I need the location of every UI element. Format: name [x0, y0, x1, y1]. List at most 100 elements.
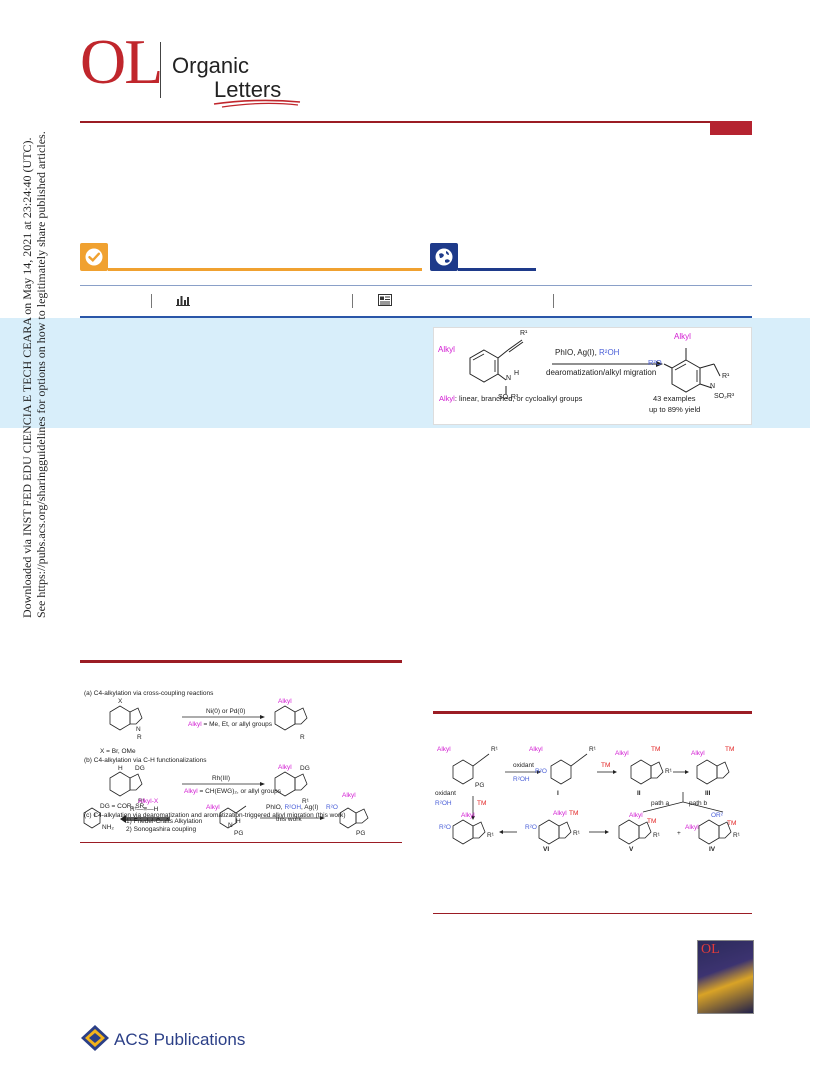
scheme2-v-tm: TM: [647, 818, 657, 825]
logo-divider: [160, 42, 161, 98]
scheme2-v-alkyl: Alkyl: [629, 812, 643, 819]
header-rule: [80, 121, 752, 123]
scheme2-v-r1: R¹: [653, 832, 660, 839]
scheme2-sm-r1: R¹: [491, 746, 498, 753]
scheme2-label-v: V: [629, 846, 634, 853]
scheme2-ii-r1: R¹: [665, 768, 672, 775]
scheme1-top-rule: [80, 660, 402, 663]
scheme1-bottom-rule: [80, 842, 402, 843]
scheme1-b-r1: R¹: [138, 798, 145, 805]
journal-logo[interactable]: OL: [80, 26, 163, 97]
scheme2-ii-alkyl: Alkyl: [615, 750, 629, 757]
scheme2-ii-tm: TM: [651, 746, 661, 753]
scheme2-top-rule: [433, 711, 752, 714]
toc-graphic: Alkyl R¹ N H SO₂R³ PhIO, Ag(I), R²OH dea…: [433, 327, 752, 425]
download-notice: Downloaded via INST FED EDU CIENCIA E TE…: [20, 131, 48, 618]
scheme2-plus: +: [677, 830, 681, 837]
scheme2-r2oh-1: R²OH: [513, 776, 530, 783]
scheme1-a-x-def: X = Br, OMe: [100, 748, 136, 755]
scheme2-oxidant-2: oxidant: [435, 790, 456, 797]
article-type-tab: [710, 121, 752, 135]
scheme1-structures: [83, 705, 369, 829]
metrics-separator: [553, 294, 554, 308]
toc-alkyl-note: Alkyl: linear, branched, or cycloalkyl g…: [439, 394, 583, 403]
toc-n-product: N: [710, 383, 716, 390]
journal-swoosh: [213, 99, 301, 108]
scheme2-path-a: path a: [651, 800, 670, 807]
toc-alkyl-start: Alkyl: [438, 345, 455, 354]
scheme1-b-alkyl-note: Alkyl = CH(EWG)₂, or allyl groups: [184, 788, 281, 795]
metrics-bottom-rule: [80, 316, 752, 318]
journal-cover-image[interactable]: [697, 940, 754, 1014]
scheme1-c-step1: 1) Friedel-Crafts Alkylation: [126, 818, 203, 825]
scheme2-tm-1: TM: [601, 762, 611, 769]
scheme1-c-alkyl-x: Alkyl-X: [138, 798, 159, 805]
scheme1-a-product-alkyl: Alkyl: [278, 698, 292, 705]
toc-reagents: PhIO, Ag(I), R²OH: [555, 348, 620, 357]
scheme1-c-sm-alkyl: Alkyl: [206, 804, 220, 811]
scheme1-b-product-alkyl: Alkyl: [278, 764, 292, 771]
check-badge[interactable]: [80, 243, 108, 271]
toc-structures: [469, 339, 721, 394]
scheme2-path-b: path b: [689, 800, 708, 807]
scheme2-structures: [452, 753, 732, 845]
scheme1-c-row: I NH₂ R¹—≡—H Alkyl-X 1) Friedel-Crafts A…: [80, 792, 402, 842]
toc-examples: 43 examples: [653, 394, 696, 403]
cover-logo: OL: [701, 942, 720, 957]
scheme1-b-dg: DG: [135, 765, 145, 772]
globe-badge[interactable]: [430, 243, 458, 271]
scheme2-sm-alkyl: Alkyl: [437, 746, 451, 753]
scheme2-label-i: I: [557, 790, 559, 797]
scheme1-c-pg: PG: [234, 830, 244, 837]
scheme1-c-step2: 2) Sonogashira coupling: [126, 826, 197, 833]
scheme2-iv-alkyl: Alkyl: [685, 824, 699, 831]
metrics-top-rule: [80, 285, 752, 286]
toc-alkyl-product: Alkyl: [674, 332, 691, 341]
scheme2-vi-alkyl: Alkyl: [553, 810, 567, 817]
metrics-separator: [352, 294, 353, 308]
check-badge-rule: [108, 268, 422, 271]
scheme1-b-dg-def: DG = COR, SR: [100, 803, 145, 810]
metrics-separator: [151, 294, 152, 308]
scheme2-i-r2o: R²O: [535, 768, 547, 775]
scheme1-a-reagent: Ni(0) or Pd(0): [206, 708, 246, 715]
journal-name-line1: Organic: [172, 53, 250, 78]
scheme1-a-title: (a) C4-alkylation via cross-coupling rea…: [84, 690, 214, 697]
scheme2-oxidant-1: oxidant: [513, 762, 534, 769]
scheme2-iii-alkyl: Alkyl: [691, 750, 705, 757]
scheme2-i-alkyl: Alkyl: [529, 746, 543, 753]
globe-icon: [435, 248, 453, 266]
metrics-icon[interactable]: [176, 294, 190, 306]
acs-emblem-icon[interactable]: [80, 1024, 110, 1052]
scheme1-a-r: R: [137, 734, 142, 741]
toc-so2r3-start: SO₂R³: [498, 394, 519, 401]
journal-name-line2: Letters: [214, 77, 282, 102]
scheme2-iv-r1: R¹: [733, 832, 740, 839]
scheme2-product-r1: R¹: [487, 832, 494, 839]
globe-badge-rule: [458, 268, 536, 271]
toc-n-start: N: [506, 375, 512, 382]
toc-h-start: H: [514, 370, 520, 377]
scheme2-sm-pg: PG: [475, 782, 485, 789]
scheme1-c-i: I: [94, 812, 96, 819]
scheme1-b-title: (b) C4-alkylation via C-H functionalizat…: [84, 757, 207, 764]
scheme2-product-r2o: R²O: [439, 824, 451, 831]
scheme2-label-iii: III: [705, 790, 711, 797]
scheme1-a-alkyl-note: Alkyl = Me, Et, or allyl groups: [188, 721, 272, 728]
scheme2-vi-r1: R¹: [573, 830, 580, 837]
scheme1-c-product-r2o: R²O: [326, 804, 338, 811]
publisher-name[interactable]: ACS Publications: [114, 1030, 246, 1049]
scheme1-a-product-r: R: [300, 734, 305, 741]
scheme2-i-r1: R¹: [589, 746, 596, 753]
check-icon: [85, 248, 103, 266]
scheme2-figure: Alkyl R¹ PG oxidant R²OH Alkyl R²O R¹ I …: [433, 720, 752, 853]
scheme2-iv-or2: OR²: [711, 812, 723, 819]
scheme2-label-ii: II: [637, 790, 641, 797]
scheme1-a-x: X: [118, 698, 123, 705]
article-icon[interactable]: [378, 294, 392, 306]
scheme1-b-h: H: [118, 765, 123, 772]
toc-so2r3-product: SO₂R³: [714, 393, 735, 400]
scheme2-vi-r2o: R²O: [525, 824, 537, 831]
scheme2-tm-2: TM: [477, 800, 487, 807]
scheme1-c-title: (c) C4-alkylation via dearomatization an…: [84, 812, 346, 819]
